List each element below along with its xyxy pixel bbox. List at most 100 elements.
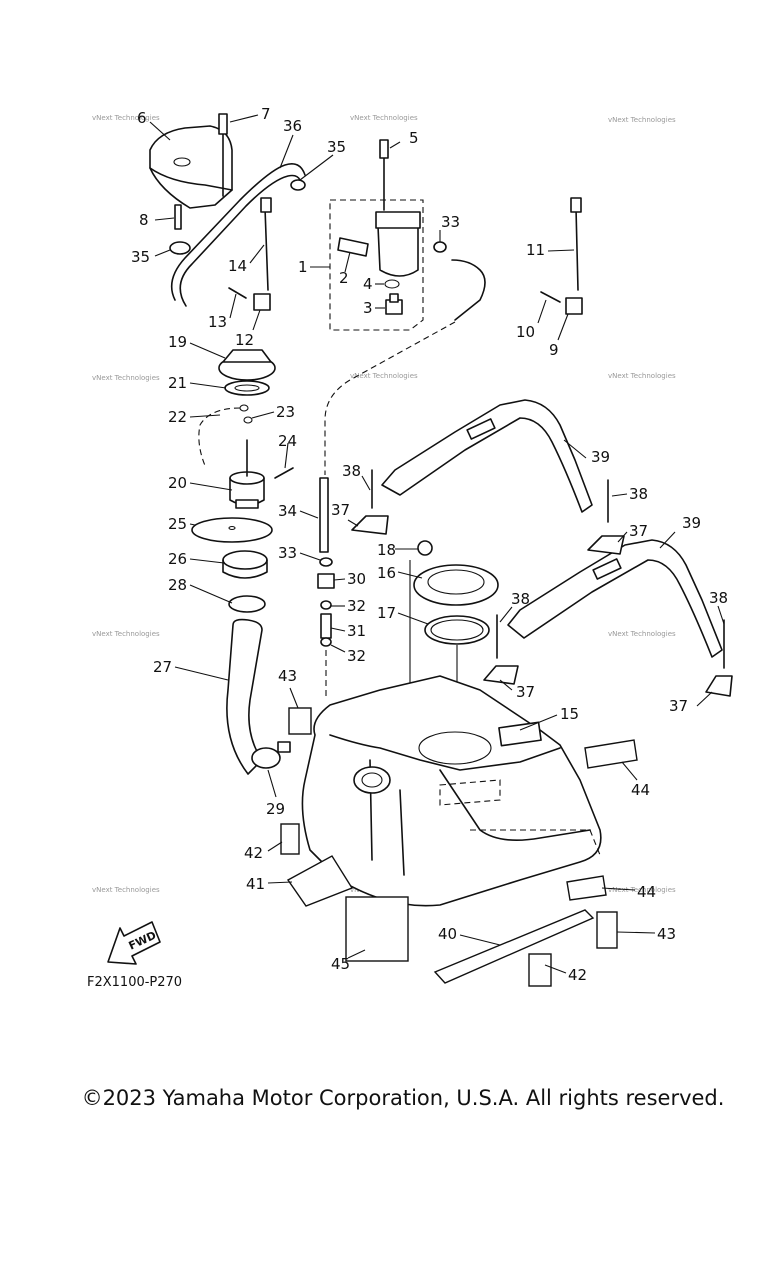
part-label: 1 bbox=[298, 258, 308, 276]
part-label: 38 bbox=[709, 589, 728, 607]
screw-part bbox=[274, 467, 294, 479]
hose-routing-line bbox=[324, 321, 456, 475]
damper-pad-part bbox=[345, 896, 409, 962]
part-label: 20 bbox=[168, 474, 187, 492]
part-label: 19 bbox=[168, 333, 187, 351]
part-label: 41 bbox=[246, 875, 265, 893]
clip-part bbox=[169, 241, 191, 255]
breather-hose-outline bbox=[179, 174, 301, 307]
part-label: 38 bbox=[342, 462, 361, 480]
part-label: 32 bbox=[347, 647, 366, 665]
part-label: 21 bbox=[168, 374, 187, 392]
part-label: 13 bbox=[208, 313, 227, 331]
nut-part bbox=[417, 540, 433, 556]
fuel-tank-part bbox=[301, 675, 602, 907]
part-label: 32 bbox=[347, 597, 366, 615]
hose-clamp-part bbox=[251, 747, 281, 769]
part-label: 23 bbox=[276, 403, 295, 421]
bracket-part bbox=[587, 535, 625, 555]
fuel-pump-assembly-box bbox=[329, 199, 424, 331]
part-label: 37 bbox=[516, 683, 535, 701]
leader-lines bbox=[149, 114, 725, 974]
part-label: 2 bbox=[339, 269, 349, 287]
watermark-text: vNext Technologies bbox=[92, 374, 160, 382]
clip-part bbox=[320, 637, 332, 647]
part-label: 34 bbox=[278, 502, 297, 520]
part-label: 44 bbox=[631, 781, 650, 799]
bracket-part bbox=[351, 515, 389, 535]
filler-hose-part bbox=[226, 618, 263, 775]
holder-part bbox=[253, 293, 271, 311]
bracket-part bbox=[705, 675, 733, 697]
part-label: 28 bbox=[168, 576, 187, 594]
part-label: 39 bbox=[591, 448, 610, 466]
part-label: 43 bbox=[278, 667, 297, 685]
part-label: 9 bbox=[549, 341, 559, 359]
part-label: 35 bbox=[131, 248, 150, 266]
damper-pad-part bbox=[433, 909, 595, 984]
part-label: 40 bbox=[438, 925, 457, 943]
drawing-code: F2X1100-P270 bbox=[87, 975, 182, 990]
part-label: 37 bbox=[669, 697, 688, 715]
damper-pad-part bbox=[596, 911, 618, 949]
watermark-text: vNext Technologies bbox=[608, 372, 676, 380]
forward-arrow-icon: FWD bbox=[107, 921, 161, 965]
part-label: 17 bbox=[377, 604, 396, 622]
part-label: 7 bbox=[261, 105, 271, 123]
gasket-part bbox=[424, 615, 490, 645]
fuel-pipe-part bbox=[319, 477, 329, 553]
pump-plate-part bbox=[413, 564, 499, 606]
part-label: 24 bbox=[278, 432, 297, 450]
damper-pad-part bbox=[280, 823, 300, 855]
fuel-filter-part bbox=[377, 225, 419, 277]
watermark-text: vNext Technologies bbox=[92, 630, 160, 638]
fuel-hose-part bbox=[451, 259, 486, 321]
part-label: 37 bbox=[331, 501, 350, 519]
fuel-tank-strap-part bbox=[507, 539, 723, 658]
part-number-labels: 6 7 36 35 5 8 35 14 1 2 4 3 33 11 13 12 … bbox=[131, 105, 728, 984]
chain-part bbox=[198, 407, 241, 469]
part-label: 8 bbox=[139, 211, 149, 229]
part-label: 11 bbox=[526, 241, 545, 259]
part-label: 6 bbox=[137, 109, 147, 127]
cable-tie-part bbox=[264, 207, 269, 291]
hose-clamp-part bbox=[228, 595, 266, 613]
part-label: 14 bbox=[228, 257, 247, 275]
part-label: 12 bbox=[235, 331, 254, 349]
part-label: 16 bbox=[377, 564, 396, 582]
clip-part bbox=[433, 241, 447, 253]
bracket-part bbox=[337, 237, 369, 257]
breather-tank-part bbox=[149, 113, 233, 209]
part-label: 30 bbox=[347, 570, 366, 588]
part-label: 10 bbox=[516, 323, 535, 341]
damper-pad-part bbox=[528, 953, 552, 987]
fuel-filter-small-part bbox=[317, 573, 335, 589]
nut-part bbox=[222, 550, 268, 570]
part-label: 42 bbox=[568, 966, 587, 984]
fuel-tank-strap-part bbox=[381, 399, 593, 513]
part-label: 38 bbox=[511, 590, 530, 608]
part-label: 27 bbox=[153, 658, 172, 676]
copyright-text: ©2023 Yamaha Motor Corporation, U.S.A. A… bbox=[81, 1086, 725, 1110]
rivet-part bbox=[228, 287, 247, 299]
part-label: 36 bbox=[283, 117, 302, 135]
holder-part bbox=[565, 297, 583, 315]
rivet-part bbox=[540, 291, 561, 303]
part-label: 22 bbox=[168, 408, 187, 426]
part-label: 37 bbox=[629, 522, 648, 540]
part-label: 39 bbox=[682, 514, 701, 532]
watermark-text: vNext Technologies bbox=[350, 372, 418, 380]
clip-part bbox=[290, 179, 306, 191]
part-label: 42 bbox=[244, 844, 263, 862]
joint-part bbox=[320, 613, 332, 639]
damper-pad-part bbox=[286, 855, 354, 907]
part-label: 15 bbox=[560, 705, 579, 723]
clip-part bbox=[320, 600, 332, 610]
part-label: 38 bbox=[629, 485, 648, 503]
part-label: 33 bbox=[441, 213, 460, 231]
watermark-text: vNext Technologies bbox=[92, 114, 160, 122]
part-label: 4 bbox=[363, 275, 373, 293]
part-label: 3 bbox=[363, 299, 373, 317]
part-label: 26 bbox=[168, 550, 187, 568]
